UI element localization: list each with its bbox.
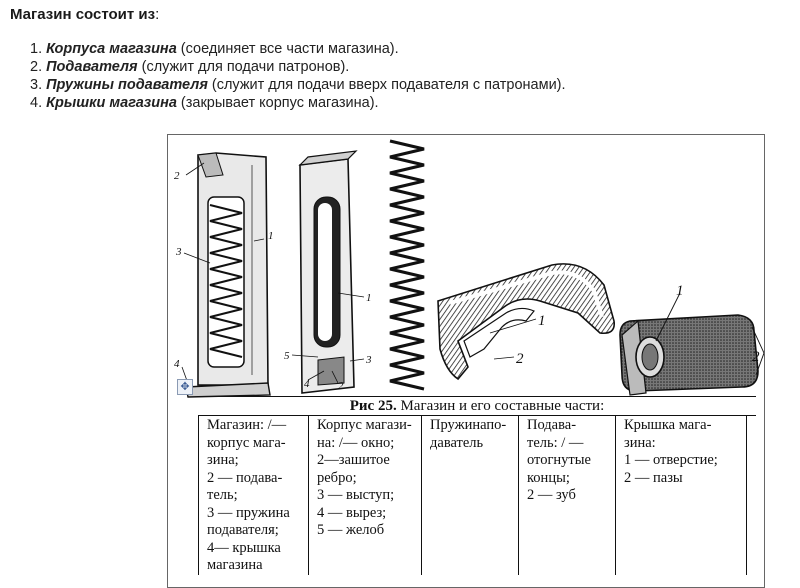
item-name: Крышки магазина <box>46 95 177 111</box>
legend-line: корпус мага- <box>207 434 286 451</box>
legend-table: Магазин: /— корпус мага- зина; 2 — подав… <box>198 415 747 575</box>
assembled-magazine <box>181 152 271 398</box>
legend-line: тель: / — <box>527 434 584 451</box>
legend-line: 4 — вырез; <box>317 504 387 521</box>
caption-text: Магазин и его составные части: <box>400 398 605 414</box>
legend-cell-magazine: Магазин: /— корпус мага- зина; 2 — подав… <box>198 415 309 575</box>
magazine-cover <box>619 292 764 396</box>
figure-caption: Рис 25. Магазин и его составные части: <box>198 396 756 416</box>
feeder-follower <box>437 263 616 381</box>
intro-colon: : <box>155 6 160 23</box>
callout-a4: 4 <box>174 358 180 370</box>
callout-b4: 4 <box>304 378 310 390</box>
legend-line: 4— крышка <box>207 539 281 556</box>
item-number: 2. <box>30 59 43 75</box>
legend-line: тель; <box>207 487 238 503</box>
legend-line: 2 — зуб <box>527 487 576 503</box>
legend-line: 3 — выступ; <box>317 487 395 503</box>
legend-line: 2 — пазы <box>624 469 683 486</box>
legend-line: подавателя; <box>207 522 279 538</box>
legend-cell-follower: Подава- тель: / — отогнутые концы; 2 — з… <box>518 415 616 575</box>
legend-line: Магазин: /— <box>207 417 287 433</box>
item-number: 4. <box>30 95 43 111</box>
legend-line: 2 — подава- <box>207 469 283 486</box>
list-item: 3. Пружины подавателя (служит для подачи… <box>30 76 566 94</box>
callout-d2: 2 <box>752 349 760 365</box>
callout-c2: 2 <box>516 351 524 367</box>
legend-line: зина: <box>624 434 656 451</box>
callout-b1: 1 <box>366 292 372 304</box>
callout-b5: 5 <box>284 350 290 362</box>
item-description: (закрывает корпус магазина). <box>180 95 379 111</box>
legend-line: Крышка мага- <box>624 417 712 433</box>
legend-line: 2—зашитое <box>317 452 390 468</box>
legend-line: Подава- <box>527 417 577 433</box>
table-row: Магазин: /— корпус мага- зина; 2 — подав… <box>198 415 747 575</box>
item-name: Пружины подавателя <box>46 77 208 93</box>
item-description: (служит для подачи патронов). <box>141 59 350 75</box>
move-anchor-icon[interactable]: ✥ <box>177 379 193 395</box>
list-item: 2. Подавателя (служит для подачи патроно… <box>30 58 566 76</box>
item-number: 3. <box>30 77 43 93</box>
legend-line: на: /— окно; <box>317 434 395 451</box>
legend-line: Корпус магази- <box>317 417 412 433</box>
legend-line: зина; <box>207 452 239 468</box>
legend-line: отогнутые <box>527 452 591 468</box>
feeder-spring <box>389 139 425 391</box>
caption-number: Рис 25. <box>349 398 397 414</box>
legend-line: 1 — отверстие; <box>624 452 718 468</box>
item-name: Подавателя <box>46 59 138 75</box>
parts-list: 1. Корпуса магазина (соединяет все части… <box>30 40 566 112</box>
legend-line: Пружинапо- <box>430 417 507 433</box>
legend-line: магазина <box>207 557 263 573</box>
item-name: Корпуса магазина <box>46 41 177 57</box>
intro-text: Магазин состоит из <box>10 6 156 23</box>
callout-a2: 2 <box>174 170 180 182</box>
magazine-body <box>291 150 365 394</box>
magazine-illustration: 2 3 1 4 1 5 3 4 2 1 2 1 2 <box>174 139 764 398</box>
callout-b3: 3 <box>365 354 372 366</box>
item-description: (соединяет все части магазина). <box>180 41 399 57</box>
legend-cell-body: Корпус магази- на: /— окно; 2—зашитое ре… <box>308 415 422 575</box>
legend-cell-cover: Крышка мага- зина: 1 — отверстие; 2 — па… <box>615 415 747 575</box>
callout-a1: 1 <box>268 230 274 242</box>
legend-line: 5 — желоб <box>317 522 385 538</box>
legend-cell-spring: Пружинапо- даватель <box>421 415 519 575</box>
callout-d1: 1 <box>676 283 684 299</box>
callout-a3: 3 <box>175 246 182 258</box>
legend-line: ребро; <box>317 469 357 486</box>
callout-c1: 1 <box>538 313 546 329</box>
list-item: 1. Корпуса магазина (соединяет все части… <box>30 40 566 58</box>
intro-heading: Магазин состоит из: <box>10 6 159 23</box>
list-item: 4. Крышки магазина (закрывает корпус маг… <box>30 94 566 112</box>
legend-line: концы; <box>527 469 570 486</box>
item-description: (служит для подачи вверх подавателя с па… <box>211 77 566 93</box>
legend-line: даватель <box>430 434 484 451</box>
legend-line: 3 — пружина <box>207 504 290 521</box>
item-number: 1. <box>30 41 43 57</box>
callout-b2: 2 <box>338 380 344 392</box>
